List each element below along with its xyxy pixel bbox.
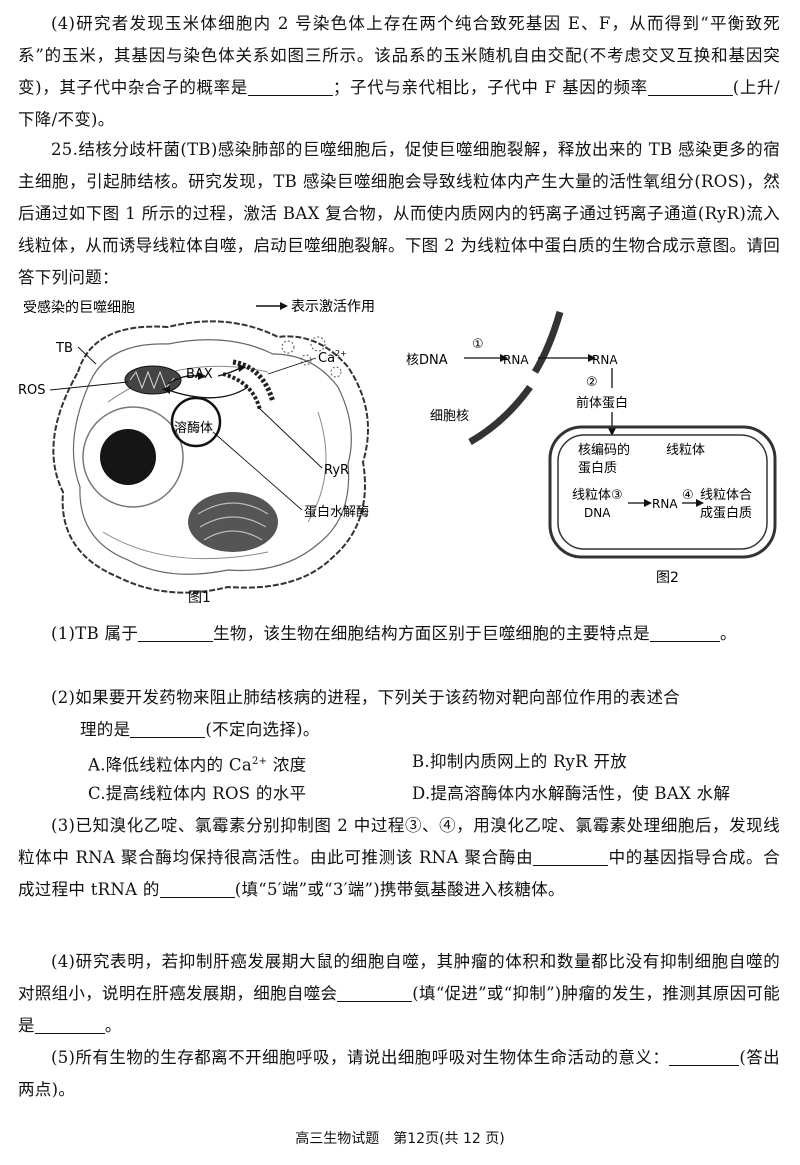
answer-blank[interactable] bbox=[533, 847, 609, 866]
question-2-cont: 理的是(不定向选择)。 bbox=[80, 719, 320, 739]
answer-blank[interactable] bbox=[34, 1015, 105, 1034]
nucleus-label: 细胞核 bbox=[430, 409, 469, 424]
answer-blank[interactable] bbox=[669, 1047, 740, 1066]
figure-2-mito-protein-synthesis: 核DNA ① RNA RNA ② 前体蛋白 细胞核 核编码的 蛋白质 线粒体 线… bbox=[406, 311, 777, 586]
question-4: (4)研究表明，若抑制肝癌发展期大鼠的细胞自噬，其肿瘤的体积和数量都比没有抑制细… bbox=[18, 952, 780, 1035]
nuclear-dna-label: 核DNA bbox=[406, 353, 448, 368]
q25-stem: 25.结核分歧杆菌(TB)感染肺部的巨噬细胞后，促使巨噬细胞裂解，释放出来的 T… bbox=[18, 140, 780, 287]
figure-1-macrophage: 受感染的巨噬细胞 表示激活作用 TB ROS BAX Ca2+ 溶酶体 RyR … bbox=[18, 298, 375, 606]
mitochondrion-label: 线粒体 bbox=[666, 443, 705, 458]
answer-blank[interactable] bbox=[247, 77, 333, 96]
question-5: (5)所有生物的生存都离不开细胞呼吸，请说出细胞呼吸对生物体生命活动的意义：(答… bbox=[18, 1047, 780, 1099]
answer-blank[interactable] bbox=[647, 77, 733, 96]
step-1: ① bbox=[472, 337, 484, 352]
q24-part4: (4)研究者发现玉米体细胞内 2 号染色体上存在两个纯合致死基因 E、F，从而得… bbox=[18, 14, 780, 129]
lysosome-label: 溶酶体 bbox=[174, 420, 213, 436]
question-3: (3)已知溴化乙啶、氯霉素分别抑制图 2 中过程③、④，用溴化乙啶、氯霉素处理细… bbox=[18, 816, 781, 899]
figure-1-caption: 图1 bbox=[188, 590, 211, 606]
step-2: ② bbox=[586, 375, 598, 390]
answer-blank[interactable] bbox=[159, 879, 235, 898]
option-d[interactable]: D.提高溶酶体内水解酶活性，使 BAX 水解 bbox=[412, 784, 731, 803]
rna-3-label: RNA bbox=[652, 497, 678, 511]
mt-dna-label-2: DNA bbox=[584, 506, 611, 520]
figure-2-caption: 图2 bbox=[656, 570, 679, 586]
cell-label: 受感染的巨噬细胞 bbox=[23, 299, 135, 316]
tb-label: TB bbox=[55, 341, 73, 356]
question-1: (1)TB 属于生物，该生物在细胞结构方面区别于巨噬细胞的主要特点是。 bbox=[51, 623, 737, 643]
bax-label: BAX bbox=[186, 367, 213, 382]
answer-blank[interactable] bbox=[337, 983, 413, 1002]
page-footer: 高三生物试题 第12页(共 12 页) bbox=[295, 1131, 505, 1147]
legend-activation: 表示激活作用 bbox=[291, 298, 375, 315]
hydrolase-label: 蛋白水解酶 bbox=[304, 504, 369, 520]
nuclear-encoded-protein-label-1: 核编码的 bbox=[578, 442, 630, 458]
mt-dna-label-1: 线粒体③ bbox=[572, 488, 623, 503]
question-2: (2)如果要开发药物来阻止肺结核病的进程，下列关于该药物对靶向部位作用的表述合 bbox=[51, 688, 681, 707]
mt-protein-label-1: 线粒体合 bbox=[700, 488, 752, 503]
answer-blank[interactable] bbox=[138, 623, 214, 642]
step-4: ④ bbox=[682, 488, 694, 503]
ryr-label: RyR bbox=[324, 463, 349, 478]
rna-2-label: RNA bbox=[592, 353, 618, 367]
precursor-protein-label: 前体蛋白 bbox=[576, 395, 628, 411]
answer-blank[interactable] bbox=[130, 719, 206, 738]
option-a[interactable]: A.降低线粒体内的 Ca2+ 浓度 bbox=[88, 755, 307, 775]
ros-label: ROS bbox=[18, 383, 46, 398]
option-c[interactable]: C.提高线粒体内 ROS 的水平 bbox=[88, 784, 307, 803]
option-b[interactable]: B.抑制内质网上的 RyR 开放 bbox=[412, 752, 628, 771]
calcium-label: Ca2+ bbox=[318, 349, 347, 366]
nuclear-encoded-protein-label-2: 蛋白质 bbox=[578, 460, 617, 476]
mt-protein-label-2: 成蛋白质 bbox=[700, 505, 752, 521]
answer-blank[interactable] bbox=[649, 623, 720, 642]
rna-1-label: RNA bbox=[503, 353, 529, 367]
